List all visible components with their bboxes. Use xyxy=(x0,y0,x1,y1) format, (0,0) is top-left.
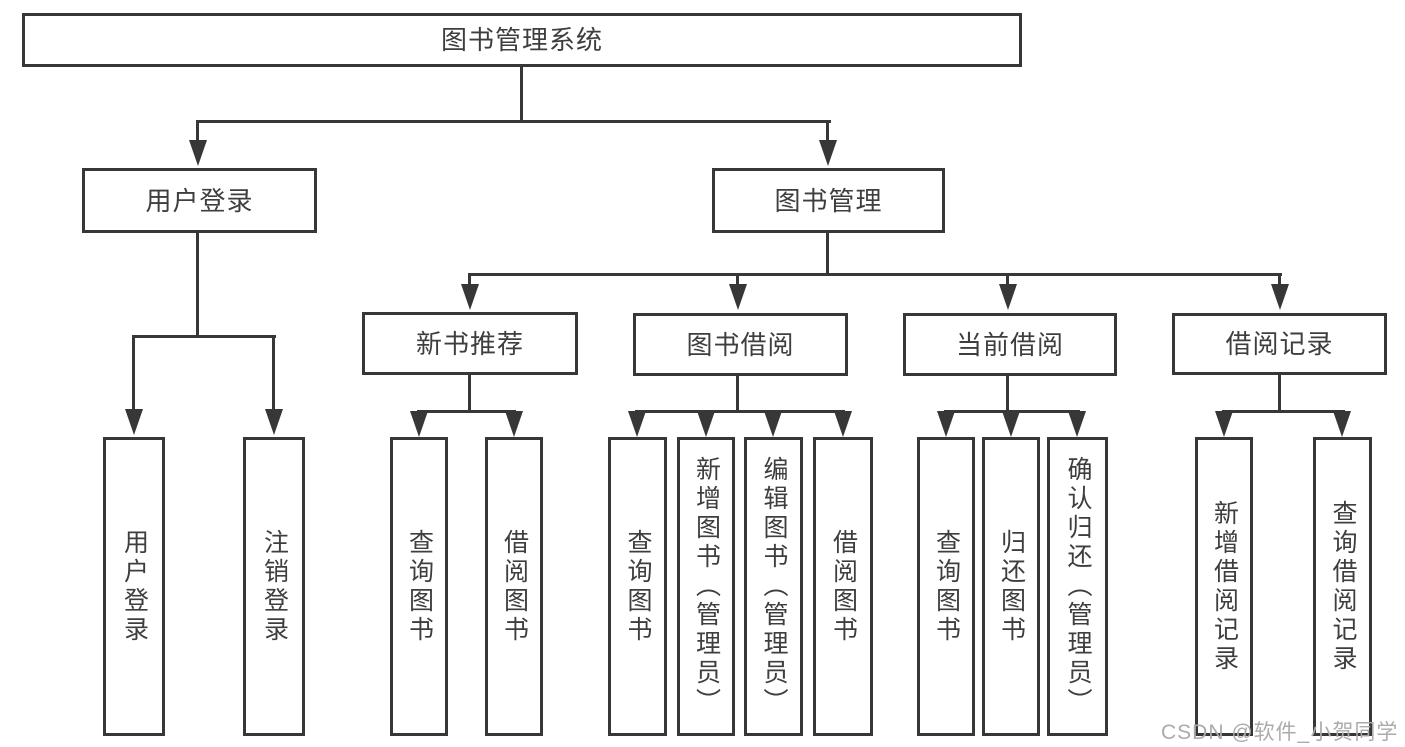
leaf-query-borrow-record: 查询借阅记录 xyxy=(1313,437,1372,736)
connector-book-borrow-stem xyxy=(736,376,739,412)
connector-leaf-drop xyxy=(132,335,135,411)
connector-level3-drop xyxy=(1006,273,1009,286)
arrow-to-book-mgmt xyxy=(819,140,837,166)
arrow-to-new-book-rec xyxy=(461,284,479,310)
connector-user-login-stem xyxy=(196,233,199,337)
leaf-query-books: 查询图书 xyxy=(390,437,448,736)
arrow-to-book-borrow xyxy=(729,284,747,310)
arrow-to-leaf xyxy=(1002,411,1020,437)
connector-book-borrow-branch xyxy=(635,410,845,413)
connector-level3-drop xyxy=(736,273,739,286)
node-new-book-rec: 新书推荐 xyxy=(362,312,578,375)
arrow-to-current-borrow xyxy=(999,284,1017,310)
connector-borrow-record-stem xyxy=(1278,375,1281,412)
leaf-return-books: 归还图书 xyxy=(982,437,1040,736)
connector-book-mgmt-drop xyxy=(826,120,829,142)
leaf-user-login: 用户登录 xyxy=(103,437,165,736)
node-user-login: 用户登录 xyxy=(82,168,317,233)
arrow-to-leaf xyxy=(764,411,782,437)
leaf-query-books: 查询图书 xyxy=(917,437,975,736)
leaf-add-books-admin: 新增图书（管理员） xyxy=(677,437,735,736)
arrow-to-leaf xyxy=(937,411,955,437)
node-current-borrow: 当前借阅 xyxy=(903,313,1117,376)
node-book-borrow: 图书借阅 xyxy=(633,313,848,376)
arrow-to-leaf xyxy=(125,409,143,435)
arrow-to-leaf xyxy=(628,411,646,437)
leaf-confirm-return-admin: 确认归还（管理员） xyxy=(1047,437,1108,736)
arrow-to-leaf xyxy=(505,411,523,437)
arrow-to-borrow-record xyxy=(1271,284,1289,310)
node-root-title: 图书管理系统 xyxy=(22,13,1022,67)
arrow-to-leaf xyxy=(834,411,852,437)
arrow-to-leaf xyxy=(1215,411,1233,437)
arrow-to-leaf xyxy=(1068,411,1086,437)
leaf-edit-books-admin: 编辑图书（管理员） xyxy=(744,437,803,736)
connector-user-login-drop xyxy=(196,120,199,142)
connector-leaf-drop xyxy=(272,335,275,411)
arrow-to-leaf xyxy=(1333,411,1351,437)
connector-book-mgmt-stem xyxy=(826,233,829,275)
connector-level3-drop xyxy=(468,273,471,286)
connector-root-stem xyxy=(520,67,523,120)
leaf-borrow-books: 借阅图书 xyxy=(813,437,873,736)
leaf-logout: 注销登录 xyxy=(243,437,305,736)
connector-current-borrow-stem xyxy=(1006,376,1009,412)
arrow-to-leaf xyxy=(265,409,283,435)
connector-borrow-record-branch xyxy=(1222,410,1345,413)
leaf-query-books: 查询图书 xyxy=(608,437,667,736)
leaf-borrow-books: 借阅图书 xyxy=(485,437,543,736)
arrow-to-user-login xyxy=(189,140,207,166)
csdn-watermark: CSDN @软件_小贺同学 xyxy=(1161,721,1399,744)
node-borrow-record: 借阅记录 xyxy=(1172,313,1387,375)
connector-book-mgmt-branch xyxy=(468,273,1282,276)
connector-root-branch xyxy=(196,120,831,123)
connector-new-book-rec-branch xyxy=(417,410,516,413)
leaf-add-borrow-record: 新增借阅记录 xyxy=(1195,437,1253,736)
connector-user-login-branch xyxy=(132,335,276,338)
connector-new-book-rec-stem xyxy=(468,375,471,412)
node-book-mgmt: 图书管理 xyxy=(712,168,945,233)
connector-level3-drop xyxy=(1278,273,1281,286)
arrow-to-leaf xyxy=(697,411,715,437)
arrow-to-leaf xyxy=(410,411,428,437)
